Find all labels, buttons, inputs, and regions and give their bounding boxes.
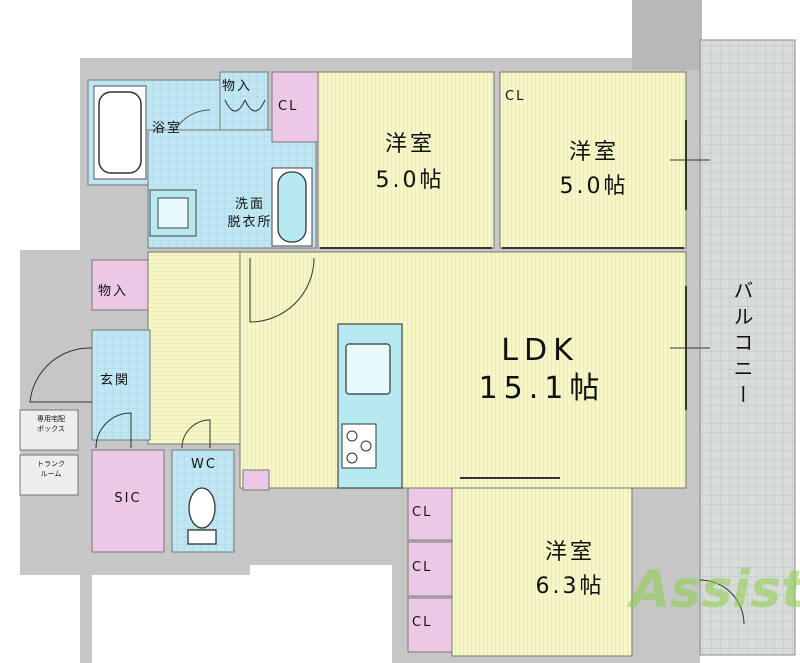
closet-c1-label: CL [412,505,433,520]
closet-c3 [407,597,453,653]
bedroom-a-name: 洋室 [384,132,435,157]
trunk-room-label-line2: ルーム [40,470,62,478]
hallway [147,251,241,445]
bedroom-b-name: 洋室 [568,140,619,165]
closet-c1 [407,487,453,541]
washing-machine-icon [157,197,189,229]
toilet-icon [188,487,216,529]
stove-icon [341,423,377,469]
entrance-area [91,329,151,441]
bedroom-b [499,71,687,249]
sic-room [91,449,165,553]
ldk-name: LDK [501,333,579,368]
closet-c3-label: CL [412,615,433,630]
entrance-label: 玄関 [100,373,131,388]
delivery-box [19,409,79,451]
bedroom-c [451,487,633,657]
closet-a-label: CL [278,99,299,114]
delivery-box-label-line2: ボックス [37,425,65,433]
watermark-logo: Assist [630,560,800,620]
trunk-room-label-line1: トランク [37,460,65,468]
bedroom-a [317,71,495,249]
washroom-label-line1: 洗面 [234,197,265,212]
bedroom-c-name: 洋室 [544,540,595,565]
delivery-box-label-line1: 専用宅配 [37,415,65,423]
vanity-sink-icon [277,171,307,243]
washroom-label-line2: 脱衣所 [227,215,273,230]
sic-label: SIC [114,491,142,506]
closet-a [271,71,319,143]
trunk-room [19,454,79,496]
balcony-area [699,39,796,656]
bedroom-a-size: 5.0帖 [375,168,445,193]
bath-label: 浴室 [152,121,183,136]
bedroom-b-size: 5.0帖 [559,174,629,199]
storage-hall-room [91,259,149,311]
kitchen-sink-icon [345,343,391,395]
bathtub-icon [98,91,142,174]
wc-label: WC [191,457,217,472]
closet-b-label: CL [505,89,526,104]
ldk-size: 15.1帖 [478,371,606,406]
storage-top-label: 物入 [222,79,253,94]
ldk-room [239,251,687,489]
balcony-label: バルコニー [730,280,754,410]
closet-c2-label: CL [412,560,433,575]
bedroom-c-size: 6.3帖 [535,574,605,599]
storage-hall-label: 物入 [98,284,129,299]
